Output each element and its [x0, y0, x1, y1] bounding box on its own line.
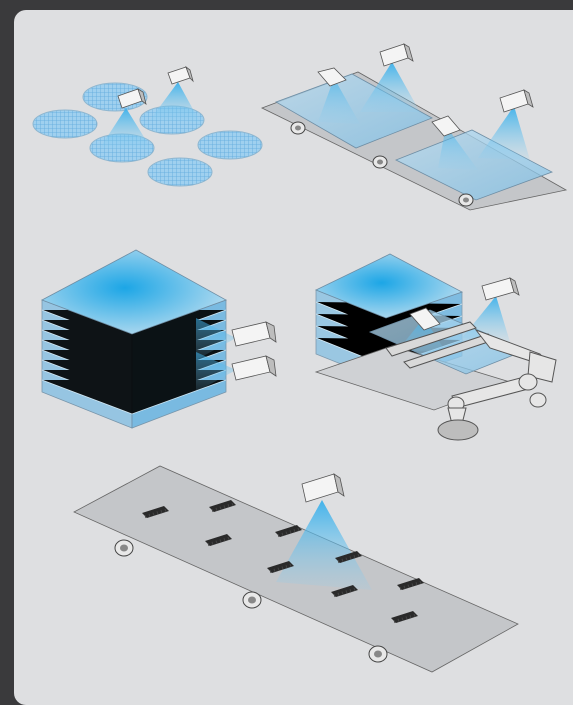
camera-sensor [168, 67, 193, 84]
camera-sensor [232, 322, 276, 346]
light-beam [478, 106, 530, 160]
glass-conveyor-scene [262, 44, 566, 210]
roller [459, 194, 473, 206]
robot-handling-scene [316, 254, 556, 440]
roller [369, 646, 387, 662]
roller [373, 156, 387, 168]
roller [243, 592, 261, 608]
light-beam [150, 82, 200, 122]
wafer [148, 158, 212, 186]
wafer [198, 131, 262, 159]
camera-sensor [500, 90, 533, 112]
wafer [33, 110, 97, 138]
camera-sensor [232, 356, 276, 380]
camera-sensor [302, 474, 344, 502]
illustration-panel [14, 10, 573, 705]
roller [115, 540, 133, 556]
robot-base [438, 420, 478, 440]
inspection-diagram [14, 10, 573, 705]
wafer-inspection-scene [33, 67, 262, 186]
camera-sensor [482, 278, 519, 300]
roller [291, 122, 305, 134]
chip-conveyor-scene [74, 466, 518, 672]
camera-sensor [380, 44, 413, 66]
stacked-glass-scene [42, 250, 276, 428]
